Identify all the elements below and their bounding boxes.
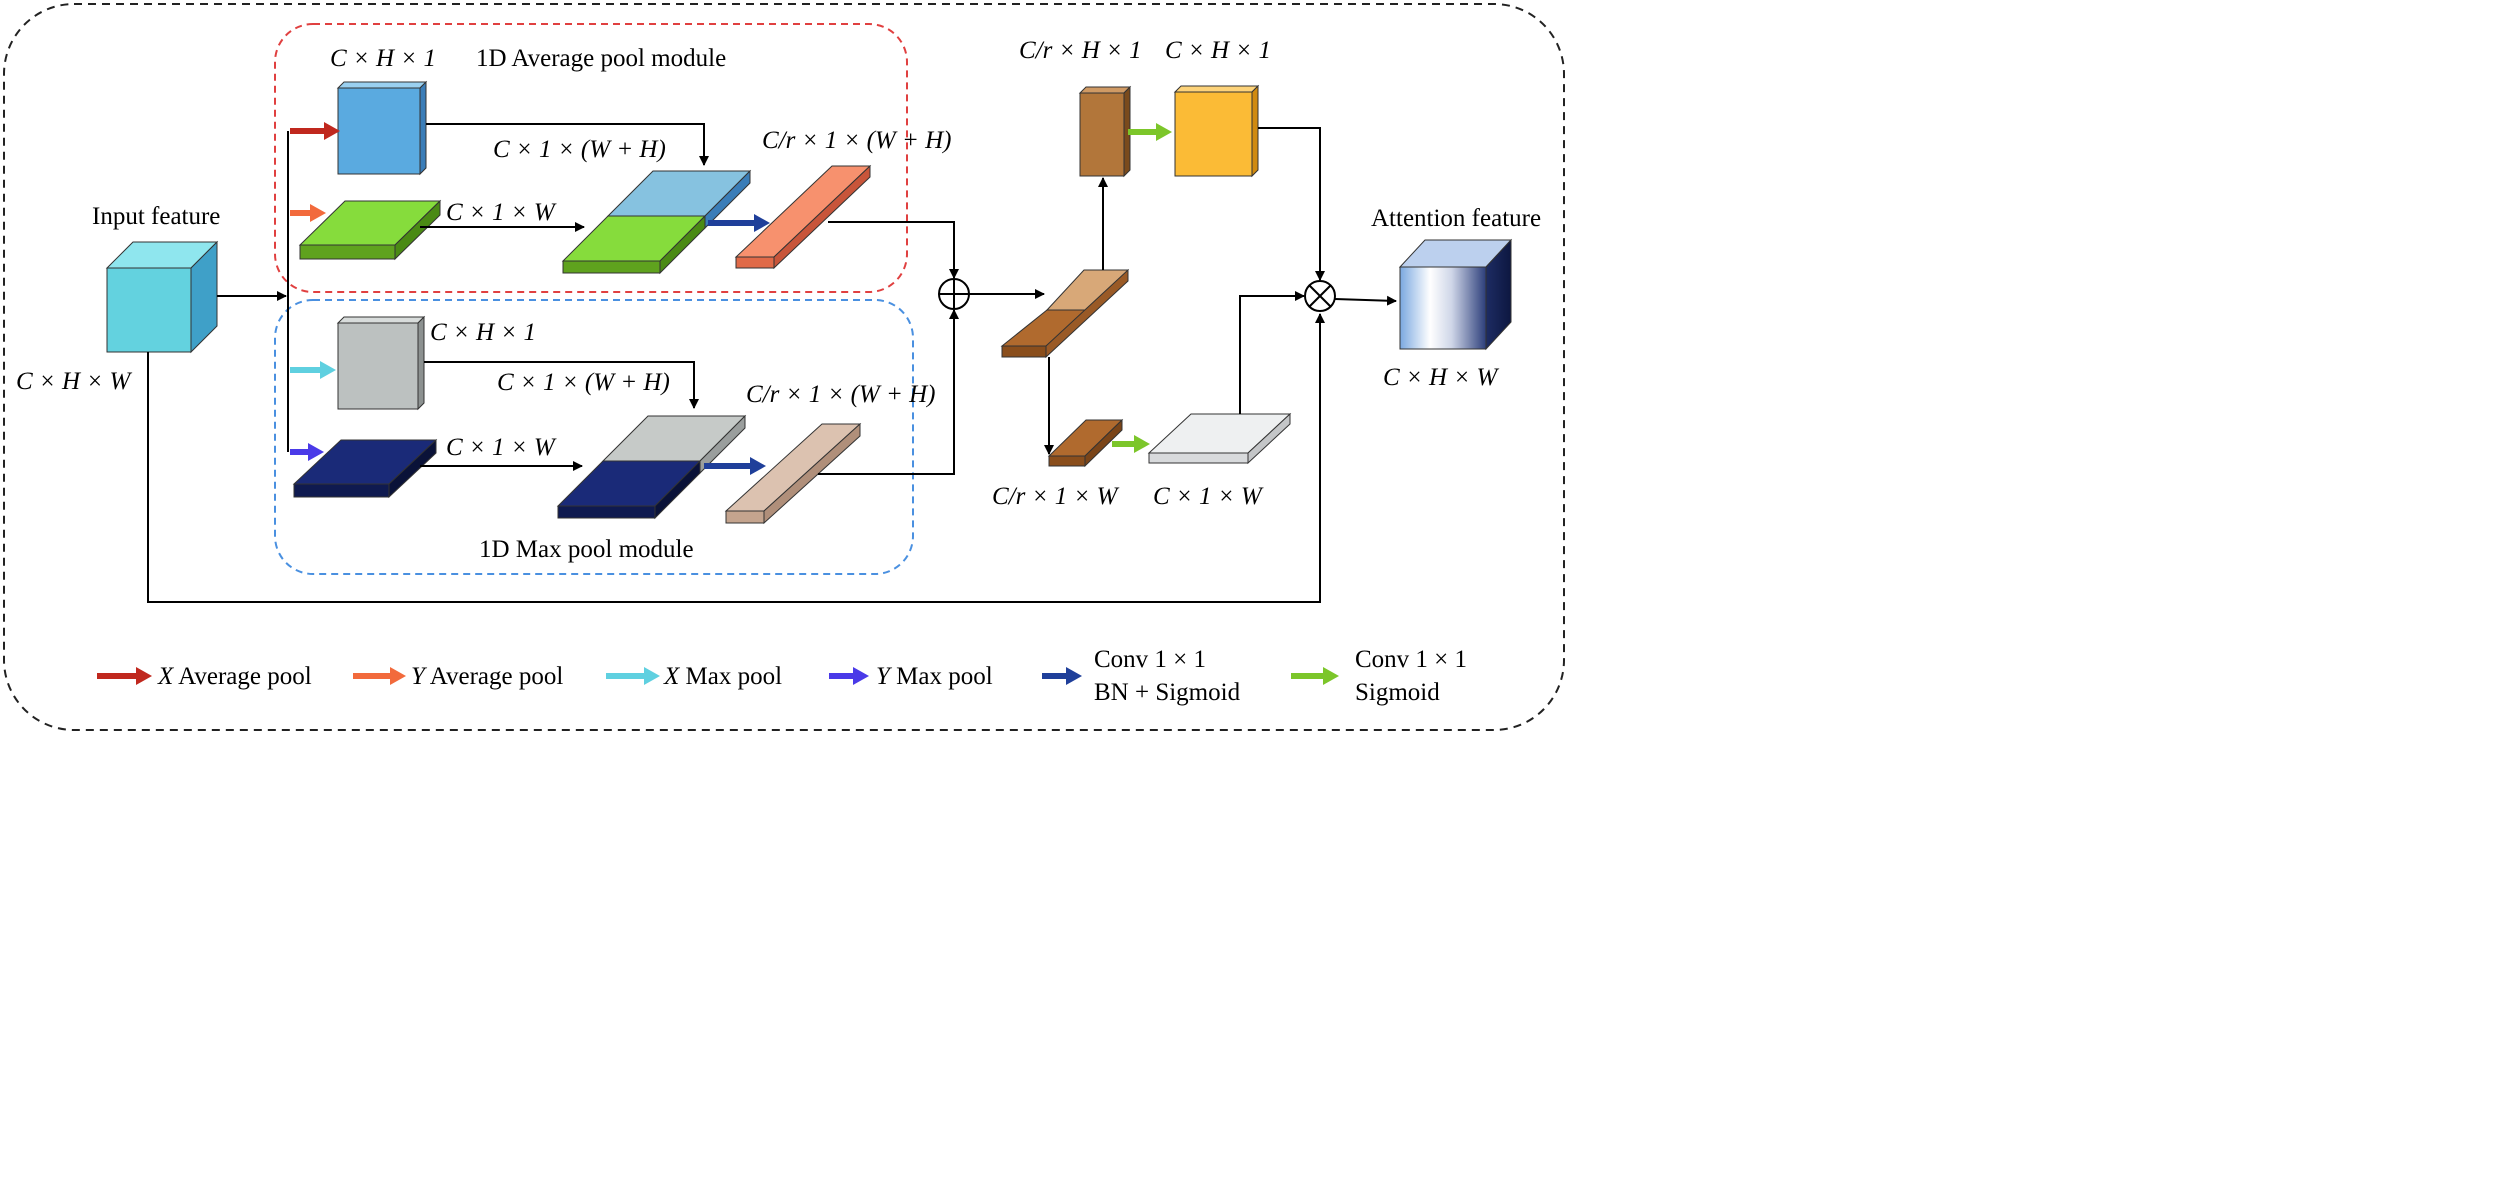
attention-feature-cube (1398, 238, 1513, 351)
legend: X Average pool Y Average pool X Max pool… (97, 646, 1467, 706)
w-output-dims-label: C × 1 × W (1153, 483, 1264, 510)
svg-text:Conv 1 × 1: Conv 1 × 1 (1355, 646, 1467, 673)
multiply-operator (1304, 280, 1336, 312)
attention-feature-label: Attention feature (1371, 205, 1541, 232)
attention-dims-label: C × H × W (1383, 364, 1499, 391)
legend-item-y-max-pool: Y Max pool (829, 663, 993, 690)
attention-module-diagram: Input feature C × H × W 1D Average pool … (3, 3, 1565, 731)
svg-text:Y Max pool: Y Max pool (876, 663, 993, 690)
outer-frame (3, 3, 1565, 731)
svg-text:Sigmoid: Sigmoid (1355, 679, 1440, 706)
h-reduced-block (1078, 85, 1132, 178)
legend-item-x-max-pool: X Max pool (606, 663, 782, 690)
input-feature-label: Input feature (92, 203, 220, 230)
avg-y-dims-label: C × 1 × W (446, 199, 557, 226)
avg-pool-module-frame (274, 23, 908, 293)
max-reduced-dims-label: C/r × 1 × (W + H) (746, 381, 936, 408)
max-module-label: 1D Max pool module (479, 536, 694, 563)
input-dims-label: C × H × W (16, 368, 132, 395)
svg-text:BN + Sigmoid: BN + Sigmoid (1094, 679, 1241, 706)
avg-x-pool-block (336, 80, 428, 176)
avg-reduced-block (734, 164, 872, 270)
max-y-dims-label: C × 1 × W (446, 434, 557, 461)
avg-module-label: 1D Average pool module (476, 45, 726, 72)
fused-feature-block (1000, 268, 1130, 359)
add-operator (938, 278, 970, 310)
max-concat-block (556, 414, 747, 520)
w-reduced-block (1047, 418, 1124, 468)
max-x-pool-block (336, 315, 426, 411)
h-output-dims-label: C × H × 1 (1165, 37, 1271, 64)
legend-item-y-average-pool: Y Average pool (353, 663, 563, 690)
max-concat-dims-label: C × 1 × (W + H) (497, 369, 670, 396)
legend-item-x-average-pool: X Average pool (97, 663, 312, 690)
max-y-pool-block (292, 438, 438, 499)
avg-concat-dims-label: C × 1 × (W + H) (493, 136, 666, 163)
max-x-dims-label: C × H × 1 (430, 319, 536, 346)
svg-text:Y Average pool: Y Average pool (411, 663, 563, 690)
legend-item-conv-sigmoid: Conv 1 × 1 Sigmoid (1291, 646, 1467, 706)
max-pool-module-frame (274, 299, 914, 575)
avg-x-dims-label: C × H × 1 (330, 45, 436, 72)
avg-y-pool-block (298, 199, 442, 261)
w-output-block (1147, 412, 1292, 465)
w-reduced-dims-label: C/r × 1 × W (992, 483, 1120, 510)
svg-text:X Average pool: X Average pool (157, 663, 312, 690)
legend-item-conv-bn-sigmoid: Conv 1 × 1 BN + Sigmoid (1042, 646, 1241, 706)
h-reduced-dims-label: C/r × H × 1 (1019, 37, 1142, 64)
avg-concat-block (561, 169, 752, 275)
input-feature-cube (105, 240, 219, 354)
h-output-block (1173, 84, 1260, 178)
svg-text:X Max pool: X Max pool (663, 663, 782, 690)
svg-text:Conv 1 × 1: Conv 1 × 1 (1094, 646, 1206, 673)
avg-reduced-dims-label: C/r × 1 × (W + H) (762, 127, 952, 154)
max-reduced-block (724, 422, 862, 525)
